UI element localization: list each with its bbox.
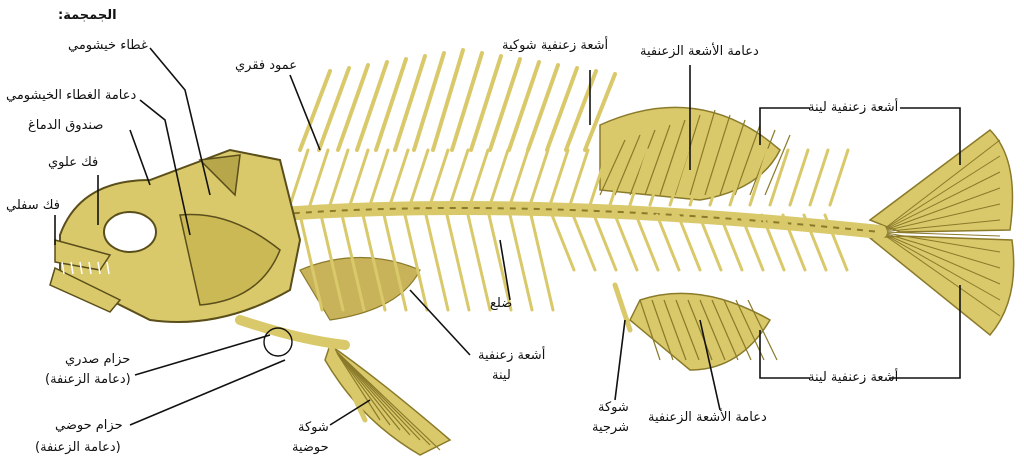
leader-soft-rays-top-b xyxy=(900,108,960,165)
neural-spine xyxy=(430,150,448,205)
neural-spine xyxy=(490,150,508,205)
label-soft-fin-rays-mid-sub: لينة xyxy=(492,368,511,384)
neural-spine xyxy=(790,150,808,205)
neural-spine xyxy=(550,150,568,205)
label-fin-ray-support-bottom: دعامة الأشعة الزعنفية xyxy=(648,410,767,426)
label-soft-fin-rays-mid: أشعة زعنفية xyxy=(478,348,545,364)
neural-spine xyxy=(530,150,548,205)
rib xyxy=(636,215,658,270)
neural-spine xyxy=(830,150,848,205)
neural-spine xyxy=(410,150,428,205)
label-pectoral-girdle: حزام صدري xyxy=(65,352,130,368)
label-skull: الجمجمة: xyxy=(58,8,117,24)
label-anal-spine-sub: شرجية xyxy=(592,420,629,436)
label-soft-fin-rays-top: أشعة زعنفية لينة xyxy=(808,100,898,116)
leader-anal-spine xyxy=(615,320,625,400)
neural-spine xyxy=(310,150,328,205)
neural-spine xyxy=(290,150,308,205)
rib xyxy=(426,215,448,310)
leader-pectoral xyxy=(135,335,270,375)
rib xyxy=(657,215,679,270)
rib xyxy=(468,215,490,310)
neural-spine xyxy=(510,150,528,205)
label-upper-jaw: فك علوي xyxy=(48,155,98,171)
anal-spine xyxy=(615,285,630,330)
rib xyxy=(510,215,532,310)
neural-spine xyxy=(570,150,588,205)
label-fin-ray-support-top: دعامة الأشعة الزعنفية xyxy=(640,44,759,60)
neural-spine xyxy=(390,150,408,205)
label-spiny-fin-rays: أشعة زعنفية شوكية xyxy=(502,38,608,54)
label-pectoral-girdle-sub: (دعامة الزعنفة) xyxy=(45,372,131,388)
label-pelvic-spine-sub: حوضية xyxy=(292,440,329,456)
label-soft-fin-rays-bottom: أشعة زعنفية لينة xyxy=(808,370,898,386)
neural-spine xyxy=(470,150,488,205)
label-anal-spine: شوكة xyxy=(598,400,629,416)
label-brain-case: صندوق الدماغ xyxy=(28,118,103,134)
dorsal-spine xyxy=(376,59,406,150)
neural-spine xyxy=(350,150,368,205)
rib xyxy=(300,215,322,310)
dorsal-spine xyxy=(414,53,444,150)
neural-spine xyxy=(450,150,468,205)
rib xyxy=(573,215,595,270)
label-pelvic-spine: شوكة xyxy=(298,420,329,436)
label-pelvic-girdle: حزام حوضي xyxy=(55,418,123,434)
eye-socket xyxy=(104,212,156,252)
leader-soft-rays-mid xyxy=(410,290,470,355)
neural-spine xyxy=(330,150,348,205)
label-gill-cover-support: دعامة الغطاء الخيشومي xyxy=(6,88,136,104)
rib xyxy=(447,215,469,310)
dorsal-spine xyxy=(357,62,387,150)
label-vertebral-column: عمود فقري xyxy=(235,58,297,74)
rib xyxy=(615,215,637,270)
label-gill-cover: غطاء خيشومي xyxy=(68,38,148,54)
pelvic-ray xyxy=(335,350,440,450)
caudal-fin-upper xyxy=(870,130,1013,232)
label-lower-jaw: فك سفلي xyxy=(6,198,60,214)
rib xyxy=(594,215,616,270)
leader-brain-case xyxy=(130,130,150,185)
dorsal-spine xyxy=(338,65,368,150)
dorsal-spine xyxy=(395,56,425,150)
leader-soft-rays-bottom xyxy=(760,330,810,378)
label-rib: ضلع xyxy=(490,296,512,312)
neural-spine xyxy=(810,150,828,205)
neural-spine xyxy=(370,150,388,205)
rib xyxy=(552,215,574,270)
label-pelvic-girdle-sub: (دعامة الزعنفة) xyxy=(35,440,121,456)
rib xyxy=(531,215,553,310)
dorsal-spine xyxy=(319,68,349,150)
